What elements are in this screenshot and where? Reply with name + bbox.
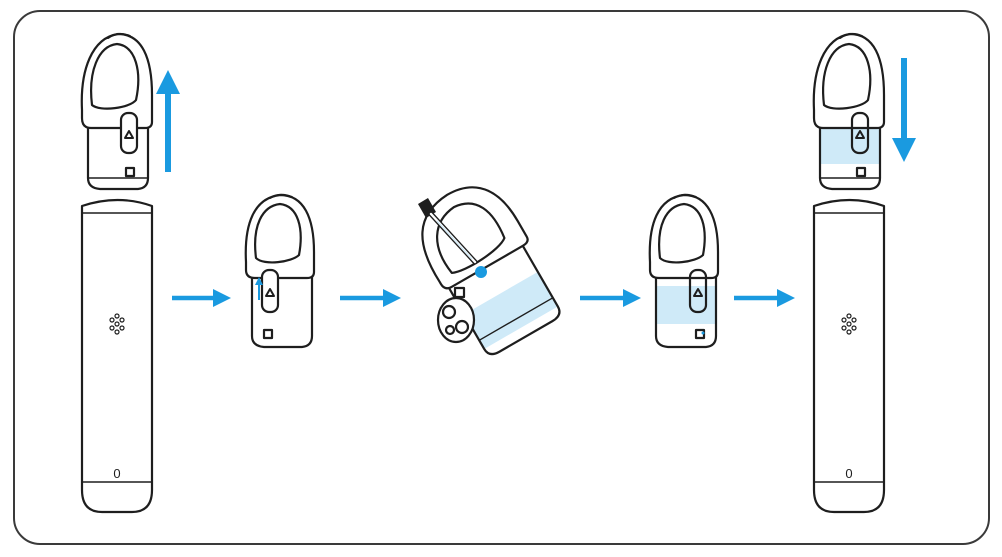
pod-filled-icon — [701, 331, 705, 335]
pod-upright — [80, 32, 154, 191]
step-3-fill-with-dropper — [418, 186, 561, 356]
liquid-level — [820, 128, 880, 164]
battery-led-icon — [109, 313, 125, 335]
battery-body: 0 — [80, 198, 154, 514]
dropper-fill-icon — [418, 198, 478, 265]
battery-led-icon — [841, 313, 857, 335]
battery-body: 0 — [812, 198, 886, 514]
step-2-open-port — [244, 193, 316, 349]
battery-mark-right: 0 — [845, 466, 852, 481]
battery-mark-left: 0 — [113, 466, 120, 481]
diagram-frame — [13, 10, 990, 545]
step-4-pod-filled — [648, 193, 720, 349]
step-1-remove-pod: 0 — [80, 32, 180, 514]
step-5-insert-pod: 0 — [812, 32, 916, 514]
pod-upright-filled — [812, 32, 886, 191]
liquid-level — [464, 271, 558, 349]
fill-port-drop-icon — [475, 266, 487, 278]
